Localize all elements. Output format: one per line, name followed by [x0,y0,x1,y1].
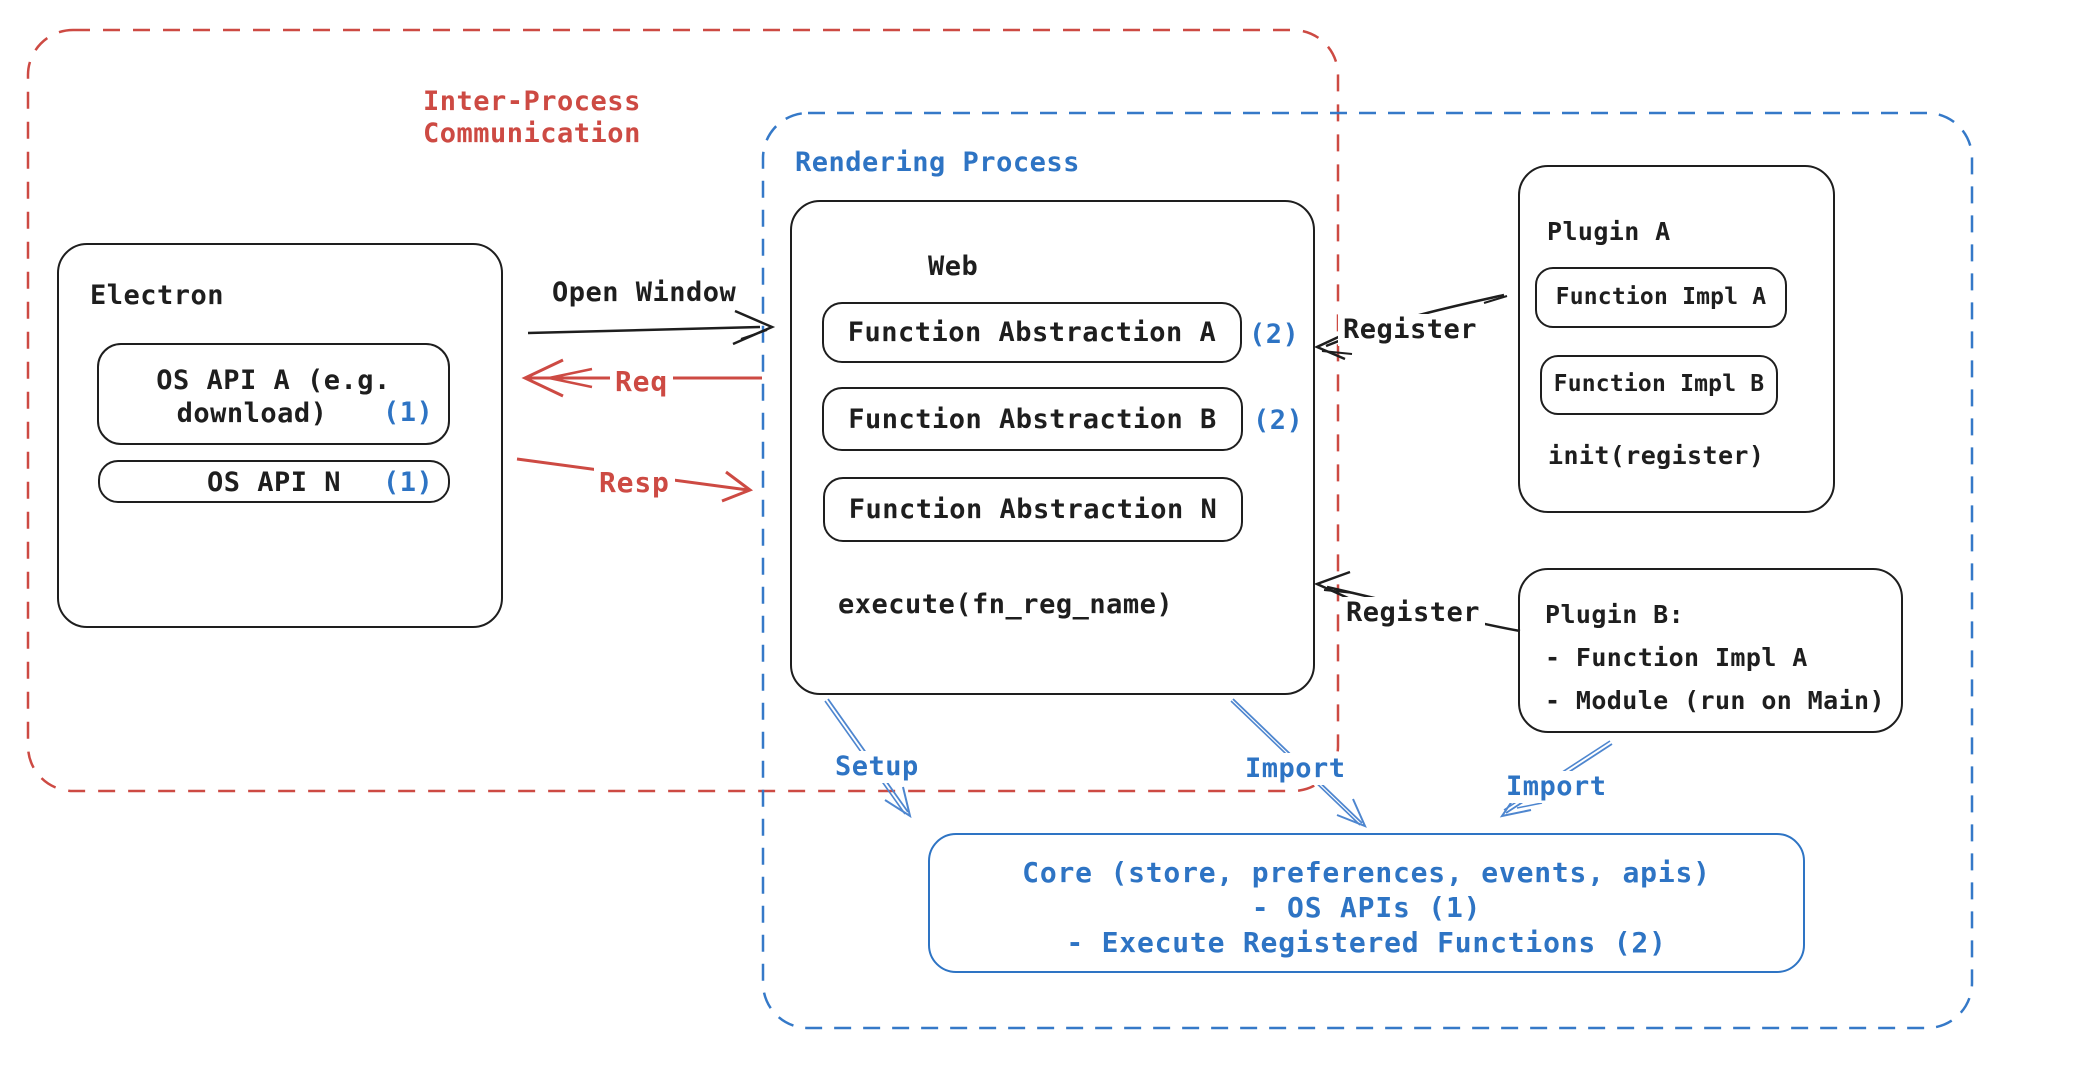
req-label: Req [610,365,673,399]
os-api-n-badge: (1) [383,467,434,498]
core-line3: - Execute Registered Functions (2) [1066,926,1667,959]
function-impl-a-box: Function Impl A [1535,267,1787,328]
function-impl-b-label: Function Impl B [1553,371,1765,398]
open-window-label: Open Window [552,277,737,308]
resp-label: Resp [594,466,675,500]
ipc-group-label-line1: Inter-Process [423,86,641,117]
import-left-label: Import [1240,753,1351,786]
function-impl-b-box: Function Impl B [1540,355,1778,415]
plugin-a-title: Plugin A [1547,217,1671,246]
execute-label: execute(fn_reg_name) [838,589,1174,620]
web-box [790,200,1315,695]
ipc-group-label: Inter-Process Communication [423,86,641,151]
rendering-process-group-border [761,111,1974,1030]
plugin-b-line3: - Module (run on Main) [1545,686,1885,715]
init-register-label: init(register) [1548,441,1765,470]
plugin-a-box [1518,165,1835,513]
electron-title: Electron [90,280,225,311]
os-api-a-label-line2: download) [176,398,328,429]
function-abstraction-a-box: Function Abstraction A [822,302,1242,363]
ipc-group-border [26,28,1340,793]
function-abstraction-b-badge: (2) [1253,405,1304,436]
function-abstraction-a-badge: (2) [1249,319,1300,350]
function-abstraction-n-label: Function Abstraction N [848,494,1218,525]
function-abstraction-b-box: Function Abstraction B [822,387,1243,451]
function-abstraction-b-label: Function Abstraction B [848,403,1217,435]
os-api-a-box [97,343,450,445]
os-api-n-label: OS API N [206,467,342,498]
core-line1: Core (store, preferences, events, apis) [1022,856,1711,889]
function-impl-a-label: Function Impl A [1555,283,1767,310]
plugin-b-box [1518,568,1903,733]
os-api-a-label-line1: OS API A (e.g. [156,365,391,396]
electron-box [57,243,503,628]
ipc-group-label-line2: Communication [423,118,641,150]
function-abstraction-a-label: Function Abstraction A [847,317,1217,348]
rendering-process-group-label: Rendering Process [795,147,1080,178]
import-right-label: Import [1501,771,1612,804]
core-box [928,833,1805,973]
setup-label: Setup [830,751,924,784]
open-window-arrow [527,309,776,346]
register-top-label: Register [1338,314,1483,347]
os-api-a-badge: (1) [383,397,434,428]
web-title: Web [928,251,979,282]
plugin-b-line1: Plugin B: [1545,600,1685,629]
register-bottom-label: Register [1341,597,1486,630]
plugin-b-line2: - Function Impl A [1545,643,1808,672]
core-line2: - OS APIs (1) [1251,891,1482,924]
function-abstraction-n-box: Function Abstraction N [823,477,1243,542]
os-api-n-box [98,460,450,503]
